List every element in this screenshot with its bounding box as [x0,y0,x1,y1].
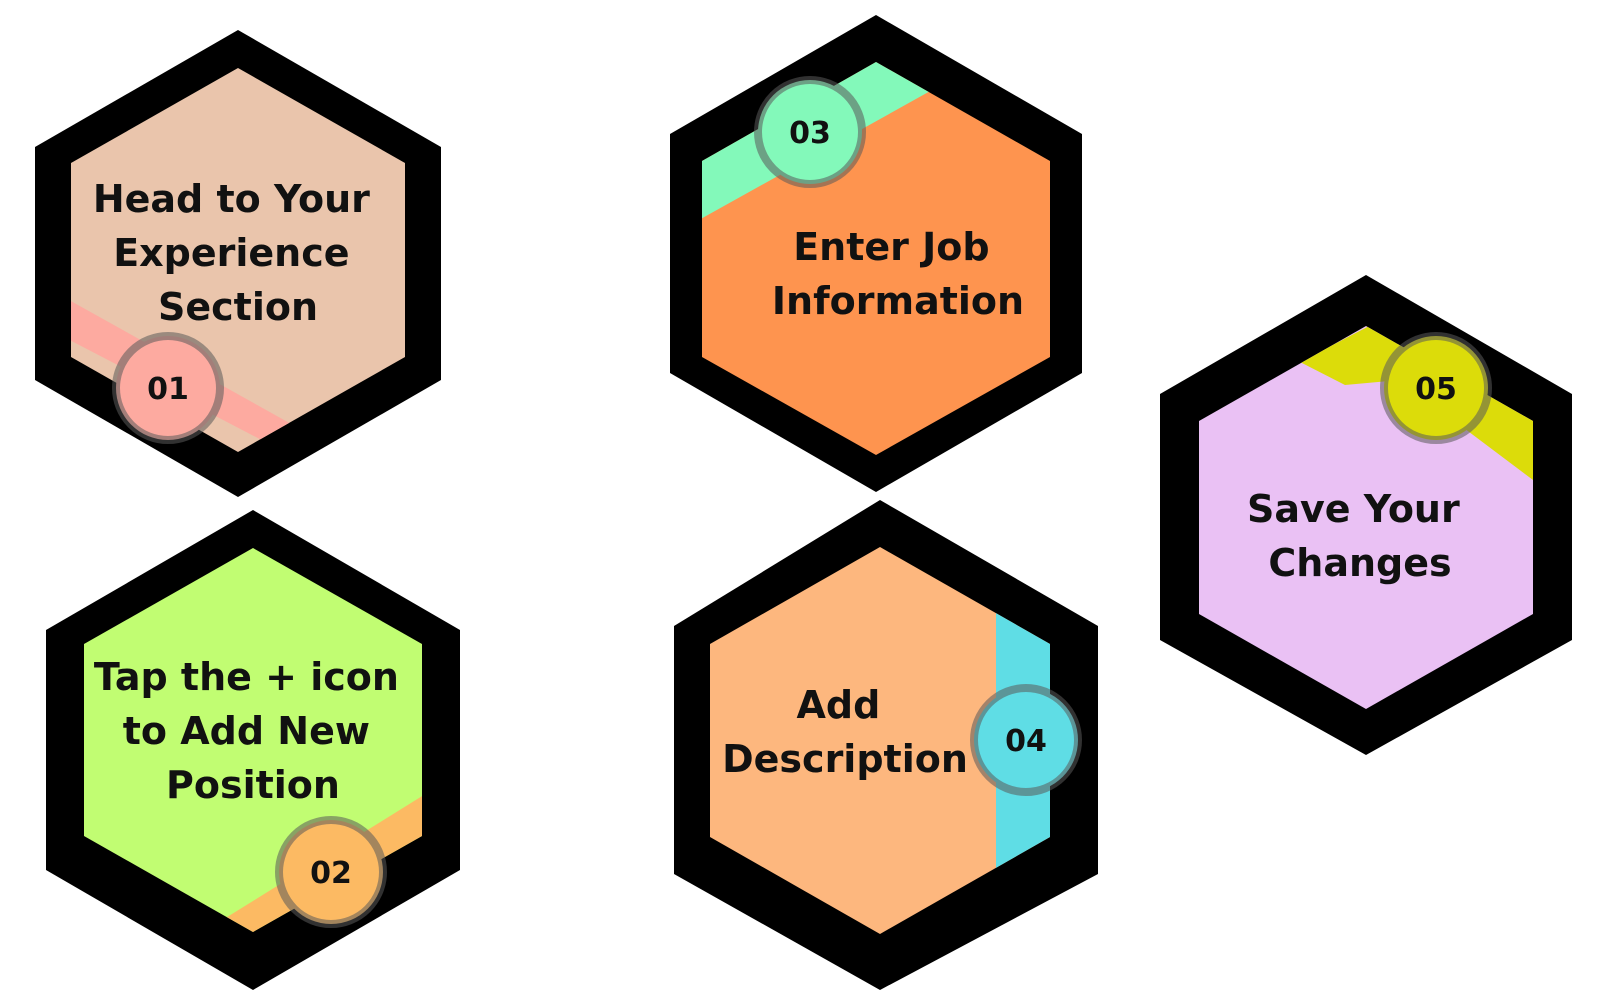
step-number: 05 [1415,372,1457,407]
step-number: 01 [147,372,189,407]
step-number-badge [754,76,866,188]
step-number-badge [1380,332,1492,444]
step-02: Tap the + icon to Add New Position 02 [46,510,460,990]
step-label-line: Tap the + icon [94,655,399,699]
step-label: Tap the + icon to Add New Position [94,655,412,807]
step-label-line: Changes [1268,541,1451,585]
step-number-badge [970,684,1082,796]
step-number-badge [112,332,224,444]
step-label-line: Head to Your [93,177,370,221]
step-label: Save Your Changes [1247,487,1473,585]
step-number: 04 [1005,724,1047,759]
step-number: 03 [789,116,831,151]
step-label-line: Information [772,279,1024,323]
step-label-line: Enter Job [793,225,989,269]
step-03: Enter Job Information 03 [670,15,1082,492]
step-05: Save Your Changes 05 [1160,275,1572,755]
step-label-line: Save Your [1247,487,1460,531]
step-01: Head to Your Experience Section 01 [35,30,441,497]
step-label-line: Experience [113,231,349,275]
step-04: Add Description 04 [674,500,1098,990]
step-label-line: Position [166,763,340,807]
step-label: Head to Your Experience Section [93,177,383,329]
step-label: Enter Job Information [772,225,1024,323]
step-number-badge [275,816,387,928]
step-label-line: Section [158,285,318,329]
step-label: Add Description [722,683,968,781]
step-label-line: to Add New [123,709,370,753]
step-label-line: Add [796,683,880,727]
step-label-line: Description [722,737,968,781]
step-number: 02 [310,856,352,891]
